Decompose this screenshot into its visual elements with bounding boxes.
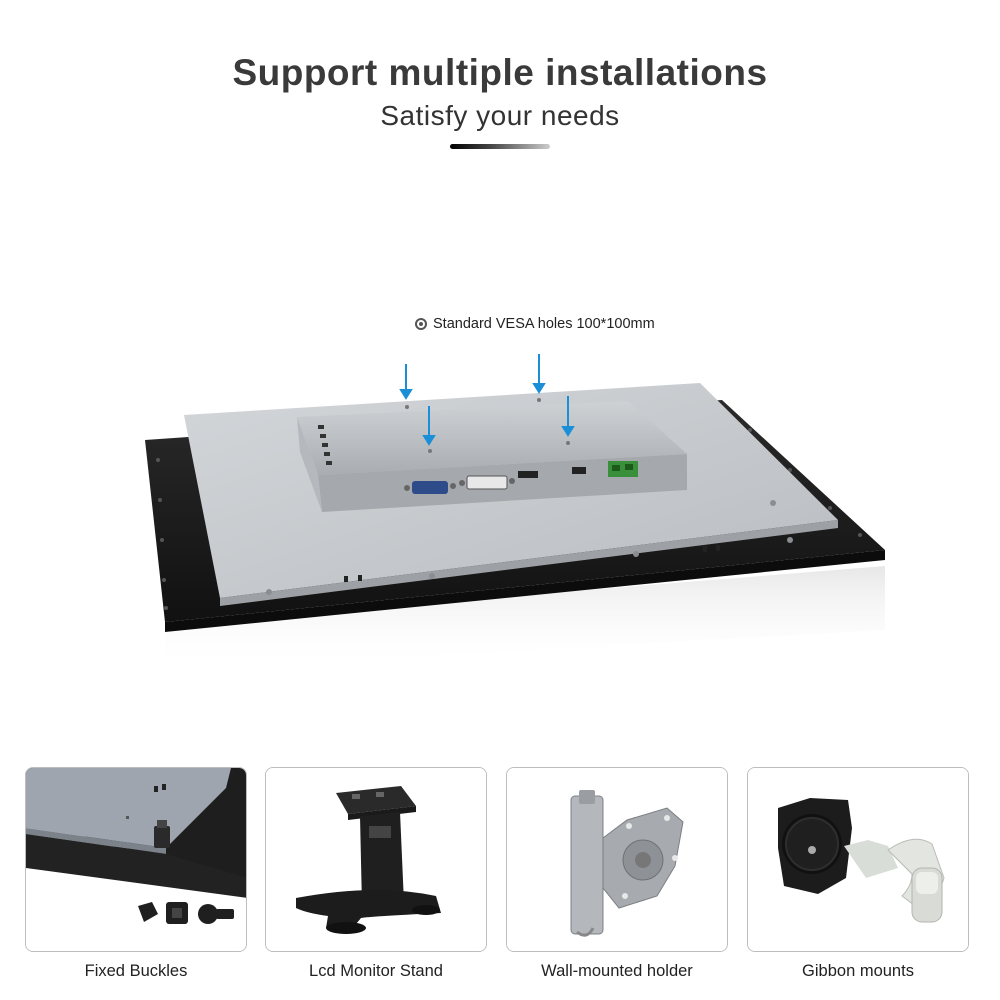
card-gibbon-mounts — [747, 767, 969, 952]
buckle-part — [154, 820, 170, 848]
monitor-back-panel-edge — [220, 520, 838, 606]
caption-lcd-monitor-stand: Lcd Monitor Stand — [309, 962, 443, 980]
card-fixed-buckles — [25, 767, 247, 952]
monitor-stand-image — [266, 768, 486, 951]
panel-slots — [344, 545, 720, 582]
bullet-icon — [415, 318, 427, 330]
title-underline — [450, 144, 550, 149]
vga-port — [404, 481, 456, 494]
loose-buckles — [138, 902, 234, 924]
interface-box-top — [297, 401, 687, 475]
monitor-reflection — [165, 566, 885, 670]
card-wall-mounted-holder — [506, 767, 728, 952]
caption-gibbon-mounts: Gibbon mounts — [802, 962, 914, 980]
page-subtitle: Satisfy your needs — [380, 100, 620, 131]
vesa-label-text: Standard VESA holes 100*100mm — [433, 316, 655, 332]
bezel-holes — [156, 428, 862, 610]
status-leds — [318, 425, 332, 465]
interface-box-side — [297, 417, 322, 512]
monitor-back-view — [145, 354, 885, 670]
fixed-buckles-image — [26, 768, 246, 951]
usb-port — [572, 467, 586, 474]
hdmi-port — [518, 471, 538, 478]
monitor-bezel-edge — [165, 550, 885, 632]
card-lcd-monitor-stand — [265, 767, 487, 952]
gibbon-mount-image — [748, 768, 968, 951]
panel-screws — [266, 500, 793, 595]
caption-fixed-buckles: Fixed Buckles — [84, 962, 188, 980]
vesa-holes — [405, 398, 570, 453]
wall-mount-image — [507, 768, 727, 951]
vesa-arrows — [399, 354, 575, 446]
dvi-port — [459, 475, 515, 490]
caption-wall-mounted-holder: Wall-mounted holder — [541, 962, 693, 980]
power-connector — [608, 461, 638, 477]
vesa-callout: Standard VESA holes 100*100mm — [415, 315, 655, 333]
page-title: Support multiple installations — [232, 52, 768, 93]
